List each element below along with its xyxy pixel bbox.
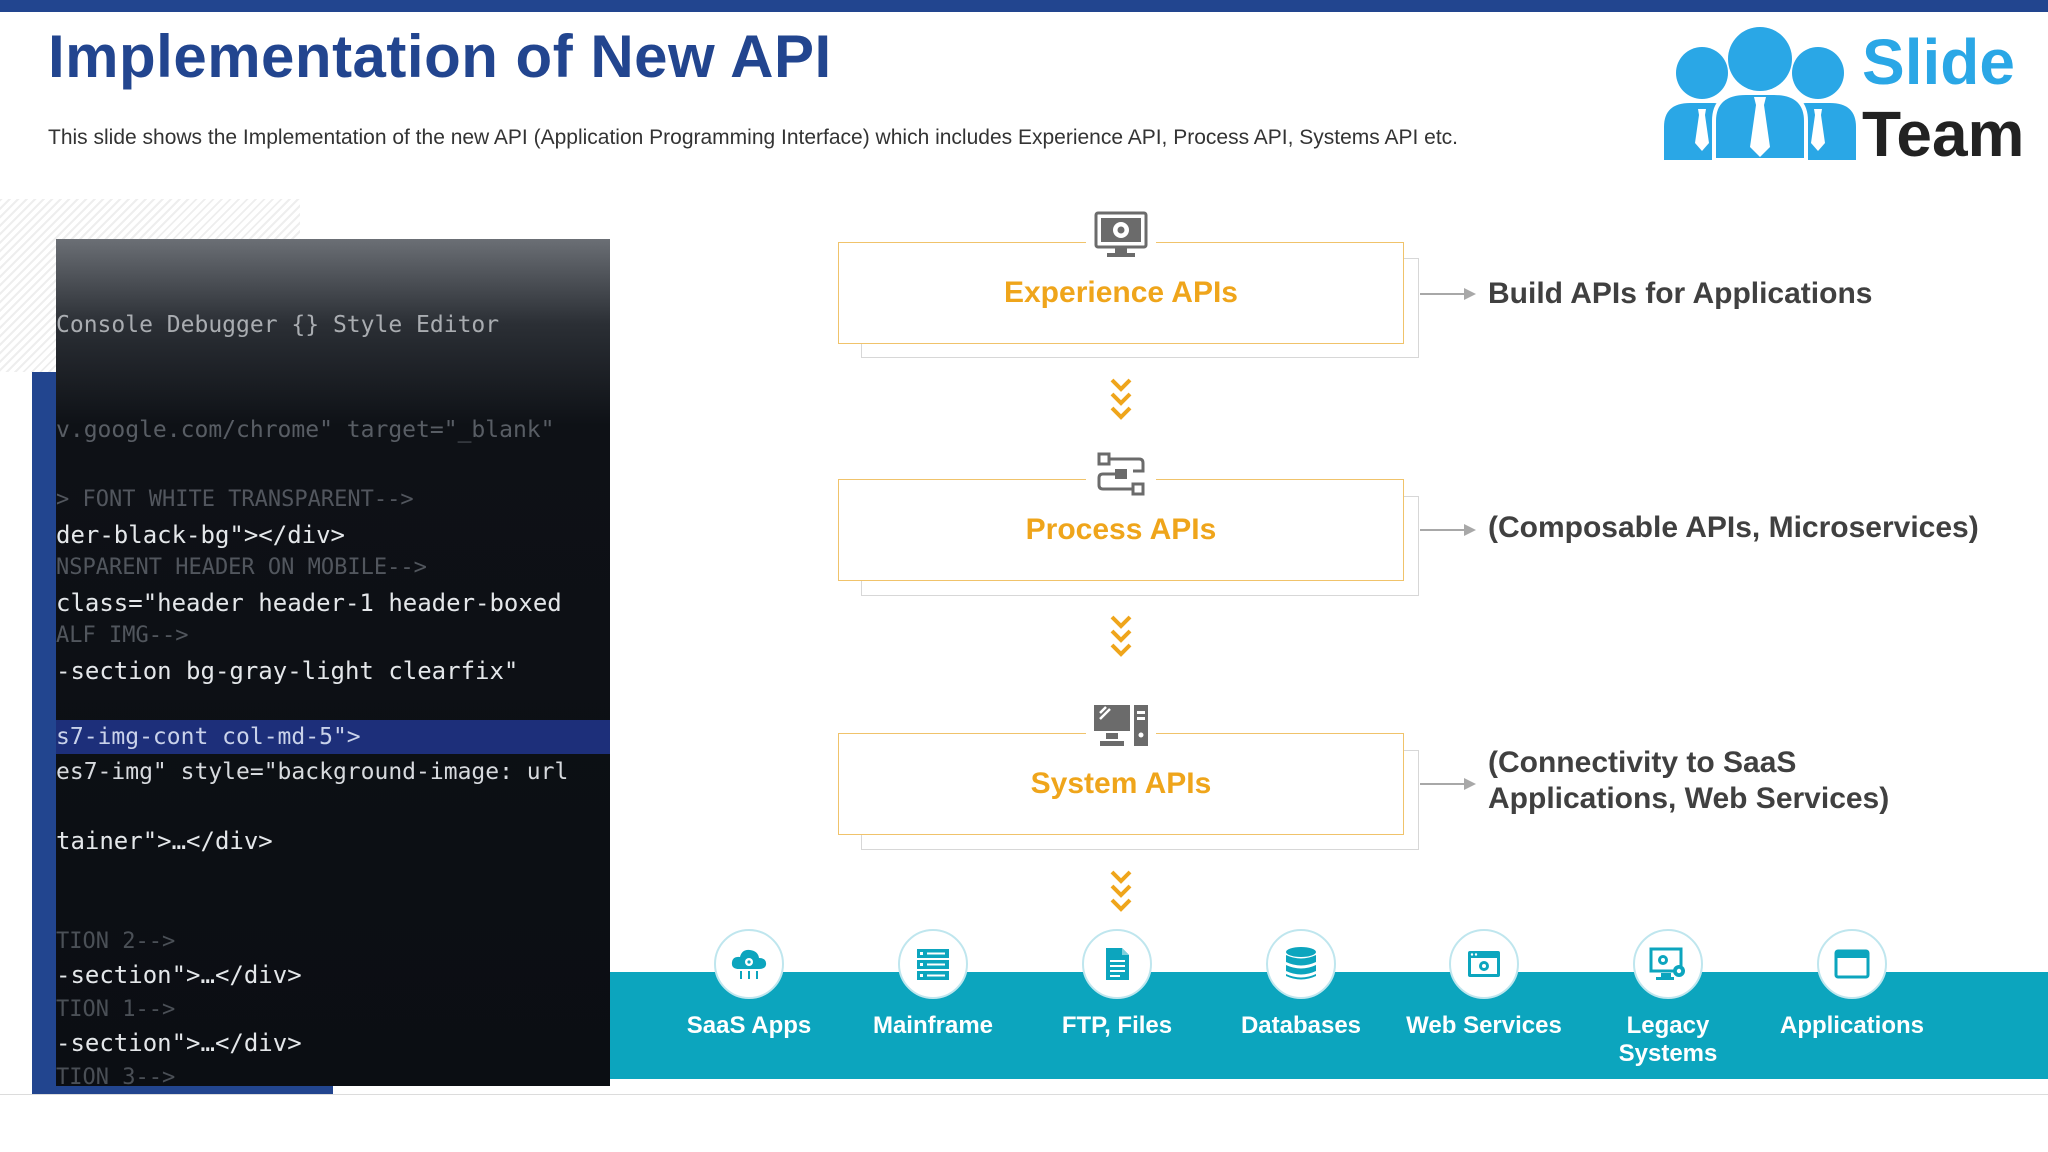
code-line: tainer">…</div> bbox=[56, 827, 273, 855]
code-photo: Console Debugger {} Style Editor v.googl… bbox=[56, 239, 610, 1086]
step-label: Process APIs bbox=[1025, 513, 1217, 546]
code-line: ALF IMG--> bbox=[56, 623, 189, 648]
database-icon bbox=[1266, 929, 1336, 999]
step-label: System APIs bbox=[1030, 767, 1212, 800]
monitor-gear-icon bbox=[1086, 205, 1156, 265]
system-label: FTP, Files bbox=[1061, 1012, 1173, 1039]
footer-divider bbox=[0, 1094, 2048, 1095]
code-line: v.google.com/chrome" target="_blank" bbox=[56, 417, 555, 443]
cloud-gear-icon bbox=[714, 929, 784, 999]
code-line: -section">…</div> bbox=[56, 961, 302, 989]
system-label: Applications bbox=[1779, 1012, 1924, 1039]
people-logo-icon bbox=[1664, 27, 1856, 162]
code-line: TION 2--> bbox=[56, 929, 176, 954]
blue-frame-strip bbox=[32, 372, 56, 1094]
step-description: Build APIs for Applications bbox=[1488, 277, 1873, 310]
code-line: NSPARENT HEADER ON MOBILE--> bbox=[56, 555, 427, 580]
logo-word-slide: Slide bbox=[1862, 26, 2015, 98]
system-label: Web Services bbox=[1406, 1012, 1562, 1039]
arrow-right-icon bbox=[1420, 778, 1476, 790]
arrow-right-icon bbox=[1420, 524, 1476, 536]
step-label: Experience APIs bbox=[1003, 276, 1238, 309]
app-window-icon bbox=[1817, 929, 1887, 999]
systems-band bbox=[610, 972, 2048, 1079]
chevron-down-icon bbox=[1110, 378, 1132, 420]
computer-tower-icon bbox=[1086, 696, 1156, 756]
chevron-down-icon bbox=[1110, 870, 1132, 912]
code-line: TION 3--> bbox=[56, 1065, 176, 1086]
chevron-down-icon bbox=[1110, 615, 1132, 657]
document-icon bbox=[1082, 929, 1152, 999]
server-rack-icon bbox=[898, 929, 968, 999]
logo-word-team: Team bbox=[1862, 98, 2025, 170]
system-label: Mainframe bbox=[872, 1012, 994, 1039]
code-line: -section">…</div> bbox=[56, 1029, 302, 1057]
code-line: es7-img" style="background-image: url bbox=[56, 759, 569, 785]
step-card-process: Process APIs bbox=[838, 479, 1404, 581]
monitor-gears-icon bbox=[1633, 929, 1703, 999]
process-flow-icon bbox=[1086, 444, 1156, 504]
code-line: > FONT WHITE TRANSPARENT--> bbox=[56, 487, 414, 512]
highlight-line bbox=[56, 720, 610, 754]
code-line: s7-img-cont col-md-5"> bbox=[56, 724, 361, 750]
top-accent-bar bbox=[0, 0, 2048, 12]
slide-subtitle: This slide shows the Implementation of t… bbox=[48, 126, 1458, 149]
arrow-right-icon bbox=[1420, 288, 1476, 300]
slide-title: Implementation of New API bbox=[48, 23, 832, 90]
code-line: TION 1--> bbox=[56, 997, 176, 1022]
system-label: SaaS Apps bbox=[686, 1012, 812, 1039]
code-line: class="header header-1 header-boxed bbox=[56, 589, 562, 617]
system-label: Legacy Systems bbox=[1618, 1012, 1718, 1067]
code-line: -section bg-gray-light clearfix" bbox=[56, 657, 519, 685]
code-line: der-black-bg"></div> bbox=[56, 521, 345, 549]
slideteam-logo: Slide Team bbox=[1660, 25, 2024, 170]
browser-gear-icon bbox=[1449, 929, 1519, 999]
system-label: Databases bbox=[1240, 1012, 1362, 1039]
step-description: (Composable APIs, Microservices) bbox=[1488, 511, 1979, 544]
step-description: (Connectivity to SaaS Applications, Web … bbox=[1488, 746, 1890, 815]
code-line: Console Debugger {} Style Editor bbox=[56, 312, 500, 338]
